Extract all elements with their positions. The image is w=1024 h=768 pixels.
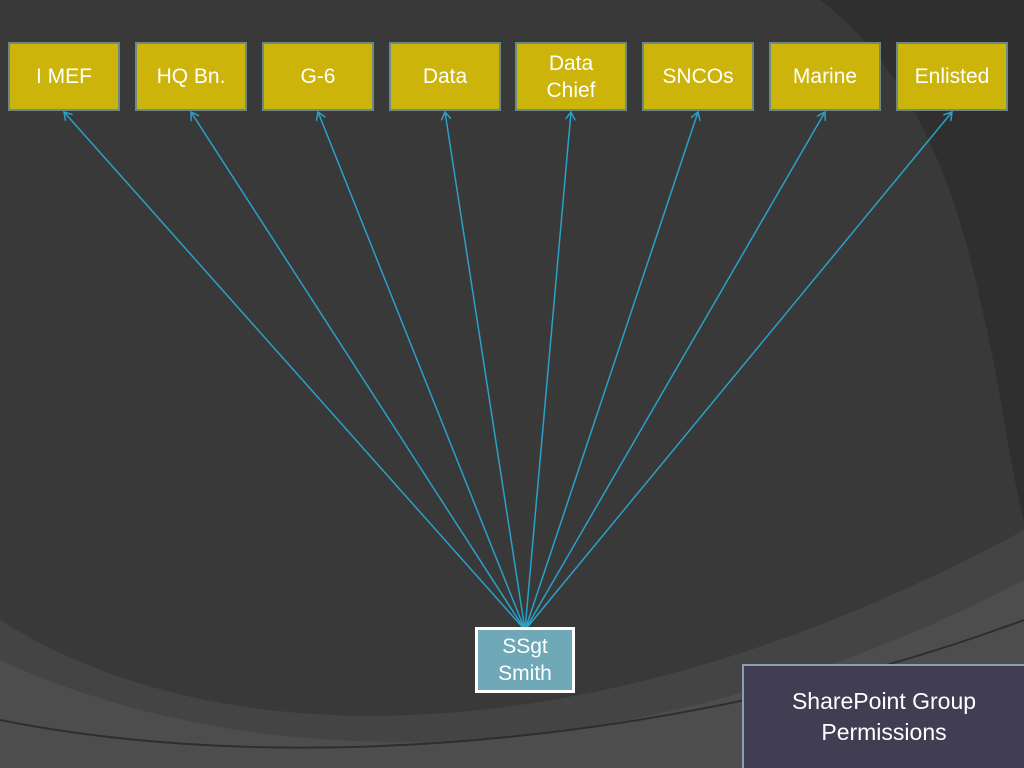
group-box-data: Data [389,42,501,111]
group-label: HQ Bn. [156,65,226,88]
group-box-g-6: G-6 [262,42,374,111]
connector-arrow [524,112,698,631]
connector-arrow [524,112,825,631]
group-label: Data [422,65,468,88]
group-box-hq-bn: HQ Bn. [135,42,247,111]
caption-box: SharePoint Group Permissions [742,664,1024,768]
group-label: G-6 [300,65,336,88]
group-box-data-chief: Data Chief [515,42,627,111]
caption-text: SharePoint Group Permissions [791,688,977,745]
group-label: Enlisted [914,65,990,88]
group-label: Marine [792,65,858,88]
group-box-sncos: SNCOs [642,42,754,111]
connector-arrow [191,112,526,631]
user-box-ssgt-smith: SSgt Smith [475,627,575,693]
group-label: Data Chief [546,51,596,102]
group-label: I MEF [36,65,92,88]
group-box-enlisted: Enlisted [896,42,1008,111]
group-box-i-mef: I MEF [8,42,120,111]
connector-arrow [524,112,571,631]
group-label: SNCOs [662,65,734,88]
connector-arrow [445,112,526,631]
user-label: SSgt Smith [498,635,552,685]
group-box-marine: Marine [769,42,881,111]
connector-arrow [64,112,526,631]
connector-arrow [318,112,526,631]
connector-arrow [524,112,952,631]
